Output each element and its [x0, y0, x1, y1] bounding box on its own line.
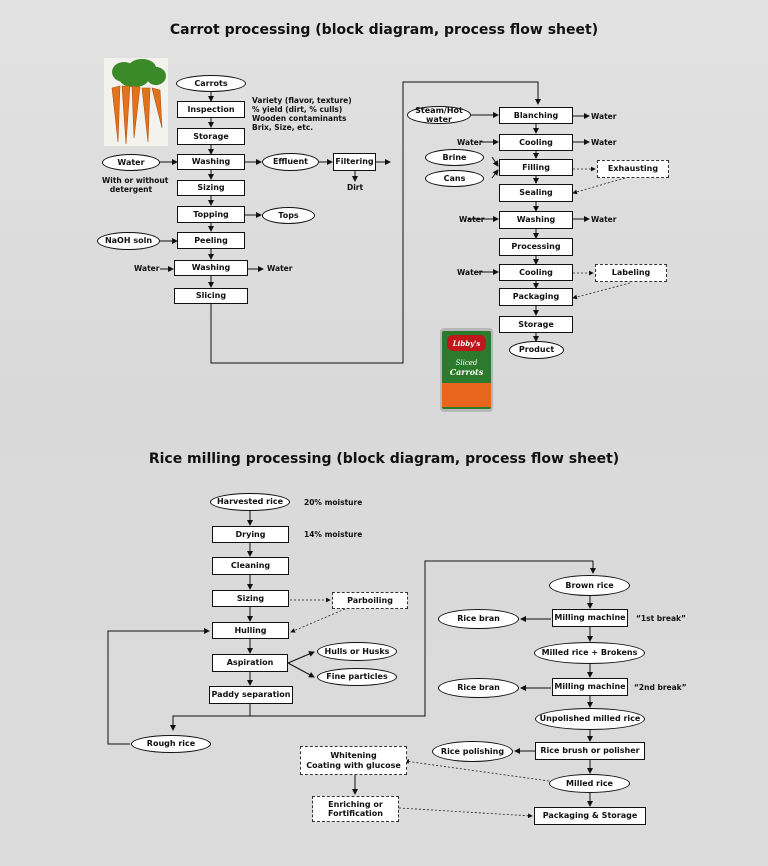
water-w3-out-label: Water: [591, 215, 617, 224]
node-milling-machine-2: Milling machine: [552, 678, 628, 696]
node-cooling-2: Cooling: [499, 264, 573, 281]
node-unpolished-milled-rice: Unpolished milled rice: [535, 708, 645, 730]
node-brown-rice: Brown rice: [549, 575, 630, 596]
node-rice-polishing: Rice polishing: [432, 741, 513, 762]
enriching-line-2: Fortification: [328, 809, 383, 818]
node-cleaning: Cleaning: [212, 557, 289, 575]
node-rice-bran-2: Rice bran: [438, 678, 519, 698]
node-processing: Processing: [499, 238, 573, 256]
node-milled-rice: Milled rice: [549, 774, 630, 793]
node-paddy-separation: Paddy separation: [209, 686, 293, 704]
first-break-label: “1st break”: [636, 614, 686, 623]
node-drying: Drying: [212, 526, 289, 543]
node-inspection: Inspection: [177, 101, 245, 118]
node-effluent: Effluent: [262, 153, 319, 171]
node-packaging-storage: Packaging & Storage: [534, 807, 646, 825]
can-line1: Sliced: [456, 359, 478, 367]
water-cool1-out-label: Water: [591, 138, 617, 147]
carrot-photo: [104, 58, 168, 146]
node-aspiration: Aspiration: [212, 654, 288, 672]
moisture-20-label: 20% moisture: [304, 498, 363, 507]
node-storage: Storage: [177, 128, 245, 145]
node-rice-bran-1: Rice bran: [438, 609, 519, 629]
inspection-note-4: Brix, Size, etc.: [252, 123, 314, 132]
node-storage-2: Storage: [499, 316, 573, 333]
node-washing-3: Washing: [499, 211, 573, 229]
second-break-label: “2nd break”: [634, 683, 687, 692]
node-milled-brokens: Milled rice + Brokens: [534, 642, 645, 664]
inspection-note-3: Wooden contaminants: [252, 114, 347, 123]
node-cooling-1: Cooling: [499, 134, 573, 151]
rice-title: Rice milling processing (block diagram, …: [148, 451, 620, 467]
node-hulls: Hulls or Husks: [317, 642, 397, 661]
node-brine: Brine: [425, 149, 484, 166]
node-sizing: Sizing: [177, 180, 245, 196]
detergent-note-1: With or without: [102, 176, 169, 185]
node-harvested-rice: Harvested rice: [210, 493, 290, 511]
node-washing-2: Washing: [174, 260, 248, 276]
node-rough-rice: Rough rice: [131, 735, 211, 753]
node-tops: Tops: [262, 207, 315, 224]
node-carrots: Carrots: [176, 75, 246, 92]
node-whitening: Whitening Coating with glucose: [300, 746, 407, 775]
whitening-line-2: Coating with glucose: [306, 760, 401, 770]
node-parboiling: Parboiling: [332, 592, 408, 609]
inspection-note-1: Variety (flavor, texture): [252, 96, 352, 105]
dirt-label: Dirt: [347, 183, 364, 192]
can-line2: Carrots: [450, 367, 484, 377]
water-w3-in-label: Water: [459, 215, 485, 224]
node-sealing: Sealing: [499, 184, 573, 202]
node-blanching: Blanching: [499, 107, 573, 124]
node-cans: Cans: [425, 170, 484, 187]
moisture-14-label: 14% moisture: [304, 530, 363, 539]
node-filtering: Filtering: [333, 153, 376, 171]
carrot-can-image: Libby's Sliced Carrots: [439, 325, 494, 415]
node-labeling: Labeling: [595, 264, 667, 282]
node-product: Product: [509, 341, 564, 359]
node-filling: Filling: [499, 159, 573, 176]
water-blanch-out-label: Water: [591, 112, 617, 121]
node-naoh: NaOH soln: [97, 232, 160, 250]
detergent-note-2: detergent: [109, 185, 153, 194]
node-washing-1: Washing: [177, 154, 245, 170]
node-topping: Topping: [177, 206, 245, 223]
carrot-title: Carrot processing (block diagram, proces…: [169, 22, 599, 38]
node-milling-machine-1: Milling machine: [552, 609, 628, 627]
node-sizing-rice: Sizing: [212, 590, 289, 607]
node-rice-brush: Rice brush or polisher: [535, 742, 645, 760]
node-hulling: Hulling: [212, 622, 289, 639]
node-water-in: Water: [102, 154, 160, 171]
enriching-line-1: Enriching or: [328, 799, 383, 809]
node-fine-particles: Fine particles: [317, 668, 397, 686]
inspection-note-2: % yield (dirt, % culls): [252, 105, 343, 114]
can-brand: Libby's: [452, 339, 481, 348]
whitening-line-1: Whitening: [330, 751, 377, 761]
node-enriching: Enriching or Fortification: [312, 796, 399, 822]
water-w2-out-label: Water: [267, 264, 293, 273]
node-slicing: Slicing: [174, 288, 248, 304]
water-cool2-in-label: Water: [457, 268, 483, 277]
node-peeling: Peeling: [177, 232, 245, 249]
node-exhausting: Exhausting: [597, 160, 669, 178]
node-packaging: Packaging: [499, 288, 573, 306]
water-w2-in-label: Water: [134, 264, 160, 273]
water-cool1-in-label: Water: [457, 138, 483, 147]
node-steam: Steam/Hot water: [407, 106, 471, 124]
